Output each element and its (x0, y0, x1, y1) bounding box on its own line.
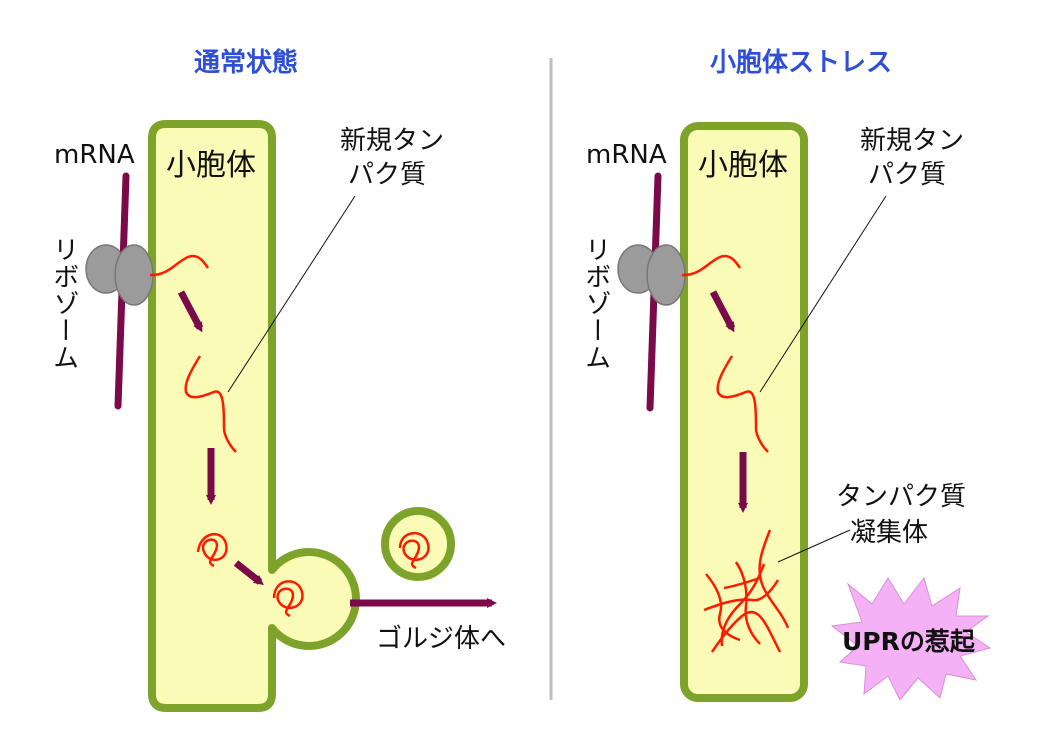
ribosome-large-subunit (114, 244, 154, 306)
new-protein-label-line1: 新規タン (340, 126, 445, 156)
bud-protein (272, 580, 304, 618)
er-label-stress: 小胞体 (698, 148, 788, 183)
stress-panel (617, 122, 992, 702)
protein-pointer-line-stress (759, 195, 887, 393)
er-organelle (148, 120, 360, 712)
mrna-label: mRNA (54, 140, 135, 170)
aggregate-label-line1: タンパク質 (836, 482, 967, 512)
nascent-chain (149, 254, 210, 277)
stress-panel-title: 小胞体ストレス (710, 48, 893, 78)
ribosome-label: リボゾーム (48, 236, 79, 371)
new-protein-label-stress-line2: パク質 (868, 160, 947, 190)
normal-panel (85, 120, 497, 712)
aggregate-label-line2: 凝集体 (850, 518, 929, 548)
golgi-label: ゴルジ体へ (376, 624, 507, 654)
ribosome-large-subunit-stress (646, 244, 686, 306)
unfolded-protein (184, 355, 237, 453)
upr-burst (830, 576, 992, 701)
flow-arrow-3 (233, 560, 264, 586)
protein-pointer-line (227, 195, 356, 393)
unfolded-protein-stress (716, 355, 769, 453)
protein-aggregate (703, 529, 790, 653)
new-protein-label-stress-line1: 新規タン (860, 126, 965, 156)
ribosome-label-stress: リボゾーム (580, 236, 611, 371)
aggregate-pointer-line (777, 529, 851, 563)
upr-label: UPRの惹起 (842, 627, 975, 656)
er-label: 小胞体 (166, 148, 256, 183)
flow-arrow-1-stress (709, 290, 736, 333)
vesicle-protein (398, 532, 430, 570)
normal-panel-title: 通常状態 (194, 48, 299, 78)
flow-arrow-1 (177, 290, 204, 333)
folded-protein (196, 532, 228, 568)
new-protein-label-line2: パク質 (348, 160, 427, 190)
nascent-chain-stress (681, 254, 742, 277)
mrna-label-stress: mRNA (586, 140, 667, 170)
er-organelle-stress (680, 122, 808, 702)
